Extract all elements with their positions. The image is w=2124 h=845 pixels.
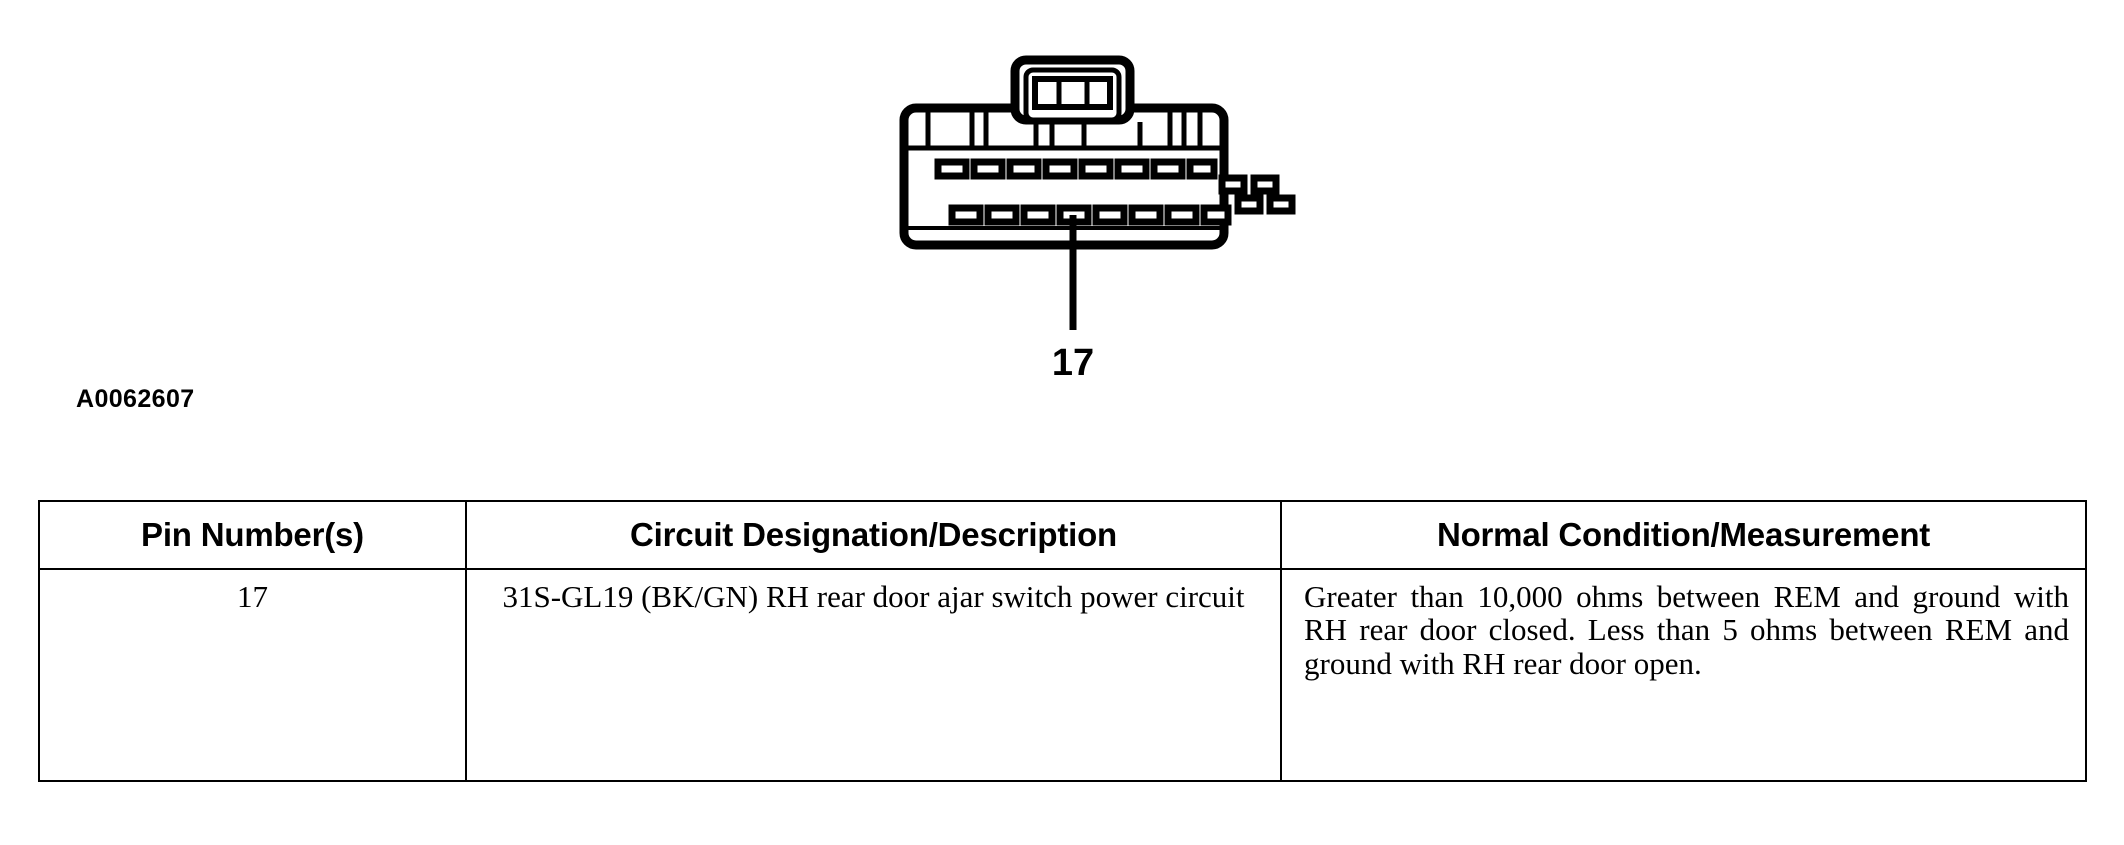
column-header-normal-condition: Normal Condition/Measurement	[1280, 500, 2087, 570]
table-row: 17 31S-GL19 (BK/GN) RH rear door ajar sw…	[38, 568, 2087, 782]
pin-callout-label: 17	[1052, 342, 1094, 384]
cell-normal-condition-text: Greater than 10,000 ohms between REM and…	[1304, 579, 2069, 681]
connector-latch-inner	[1032, 76, 1113, 110]
connector-pin-row-top-offset	[1218, 174, 1280, 195]
connector-pin-row-bottom	[948, 204, 1232, 226]
figure-reference-id: A0062607	[76, 385, 195, 413]
table-header-row: Pin Number(s) Circuit Designation/Descri…	[38, 500, 2087, 570]
connector-latch-cell-dividers	[1056, 81, 1090, 105]
cell-normal-condition: Greater than 10,000 ohms between REM and…	[1280, 568, 2087, 782]
connector-top-band-ribs	[925, 106, 1203, 148]
connector-figure: 17	[899, 55, 1296, 384]
cell-pin-number: 17	[38, 568, 467, 782]
connector-pin-row-top	[934, 158, 1218, 180]
column-header-pin-number: Pin Number(s)	[38, 500, 467, 570]
column-header-circuit-designation: Circuit Designation/Description	[465, 500, 1282, 570]
connector-pin-row-bottom-offset	[1234, 194, 1296, 215]
cell-circuit-description: 31S-GL19 (BK/GN) RH rear door ajar switc…	[465, 568, 1282, 782]
pin-specification-table: Pin Number(s) Circuit Designation/Descri…	[38, 500, 2087, 782]
